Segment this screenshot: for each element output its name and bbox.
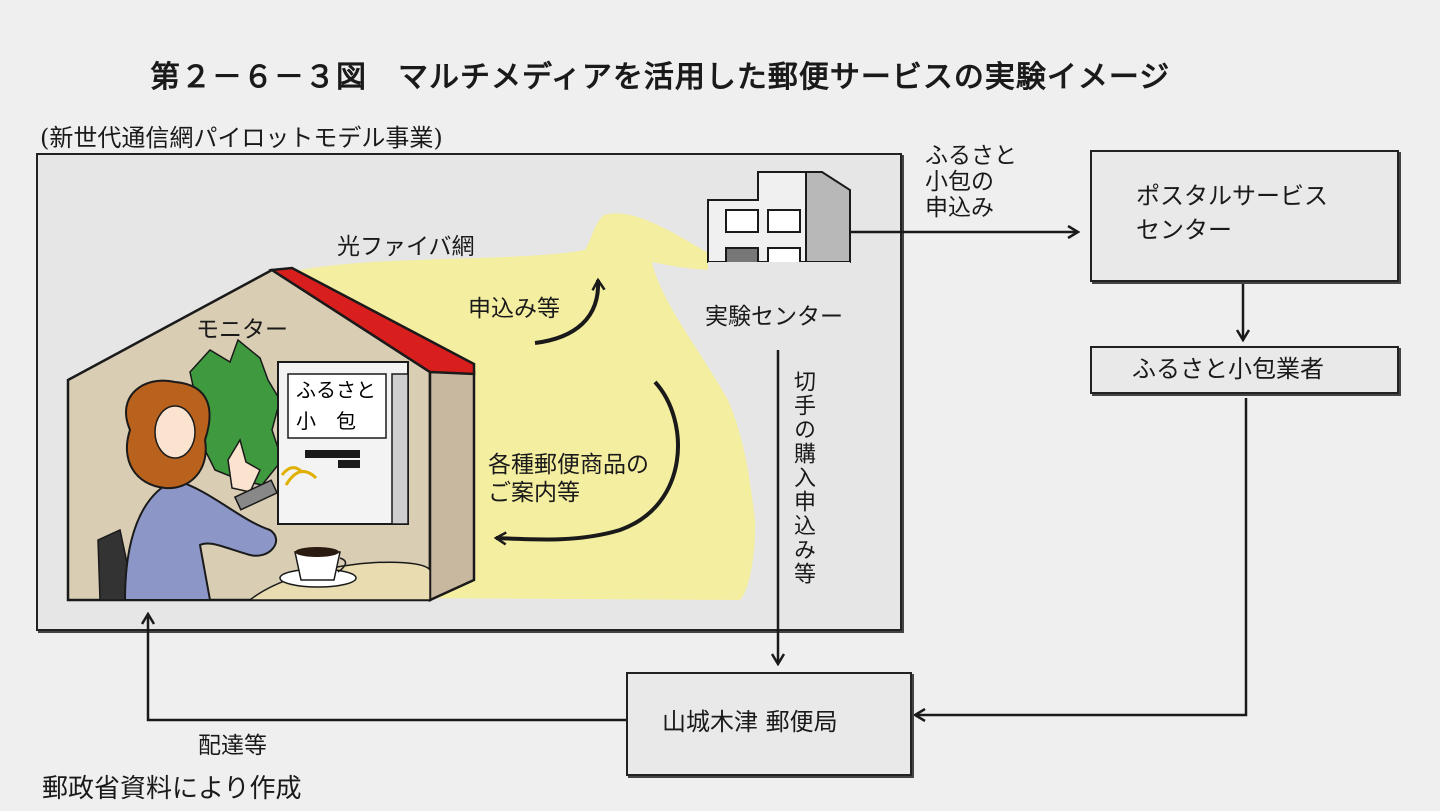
- furusato-request-line3: 申込み: [925, 195, 994, 221]
- building-side: [805, 171, 851, 263]
- woman-body: [123, 478, 278, 601]
- guide-label-line2: ご案内等: [488, 480, 580, 506]
- terminal-screen-line1: ふるさと: [296, 378, 376, 402]
- experiment-center-label: 実験センター: [705, 304, 843, 330]
- remote-control: [233, 479, 279, 511]
- guide-label: 各種郵便商品の ご案内等: [488, 451, 649, 507]
- coffee: [295, 547, 339, 557]
- post-office-label: 山城木津 郵便局: [662, 708, 838, 736]
- stamp-request-label: 切手の購入申込み等: [790, 370, 815, 586]
- figure-subtitle: (新世代通信網パイロットモデル事業): [40, 124, 443, 152]
- furusato-vendor-box: ふるさと小包業者: [1090, 346, 1399, 394]
- post-office-box: 山城木津 郵便局: [626, 672, 912, 776]
- house-roof: [268, 266, 476, 376]
- terminal-screen: [287, 373, 387, 439]
- postal-service-center-box: ポスタルサービス センター: [1090, 150, 1399, 282]
- terminal-slot: [305, 450, 360, 458]
- postal-center-line1: ポスタルサービス: [1136, 182, 1328, 210]
- woman-hand: [227, 438, 261, 493]
- terminal-side: [391, 373, 409, 525]
- remote-signal-wave: [280, 466, 318, 486]
- terminal-screen-line2: 小 包: [296, 409, 356, 433]
- postal-center-line2: センター: [1136, 216, 1232, 244]
- vendor-label: ふるさと小包業者: [1132, 355, 1324, 383]
- vendor-to-postoffice-line: [915, 398, 1248, 715]
- furusato-request-label: ふるさと 小包の 申込み: [925, 143, 1017, 221]
- building-window: [767, 209, 801, 233]
- request-arrow: [534, 280, 598, 345]
- building-window: [725, 209, 759, 233]
- guide-label-line1: 各種郵便商品の: [488, 452, 649, 478]
- woman-face: [154, 405, 196, 459]
- monitor-label: モニター: [196, 317, 288, 343]
- fiber-network-label: 光ファイバ網: [337, 234, 475, 260]
- furusato-request-line2: 小包の: [925, 169, 994, 195]
- guide-arrow: [496, 380, 680, 540]
- building-base: [708, 262, 850, 284]
- house-side-wall: [428, 370, 476, 602]
- furusato-request-line1: ふるさと: [925, 143, 1017, 169]
- figure-title: 第２－６－３図 マルチメディアを活用した郵便サービスの実験イメージ: [150, 60, 1171, 95]
- delivery-line: [148, 614, 626, 722]
- terminal-button: [338, 460, 360, 468]
- request-label: 申込み等: [468, 296, 560, 322]
- delivery-label: 配達等: [198, 733, 267, 759]
- source-note: 郵政省資料により作成: [42, 774, 302, 804]
- cup-handle: [337, 557, 347, 573]
